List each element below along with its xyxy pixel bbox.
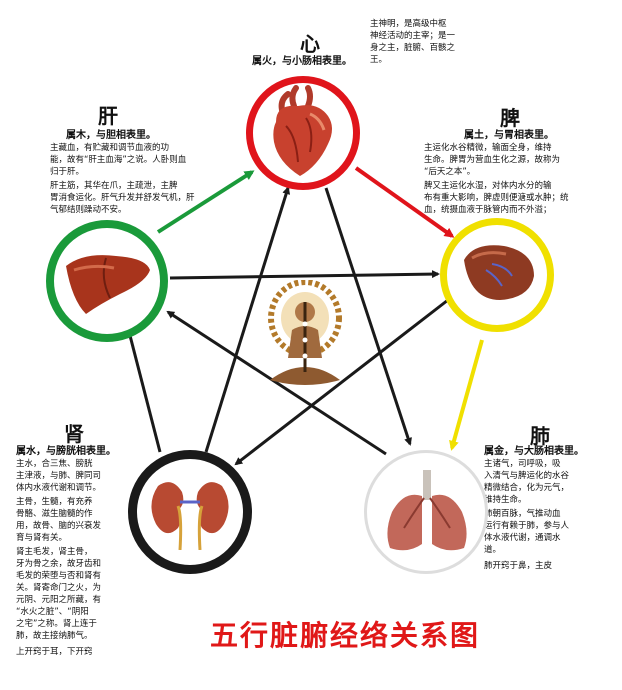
liver-icon [66, 255, 150, 314]
heart-description: 主神明，是高级中枢 神经活动的主宰；是一 身之主，脏腑、百骸之 王。 [370, 19, 456, 65]
arrow-liver-to-spleen [169, 270, 440, 280]
diagram-title: 五行脏腑经络关系图 [210, 619, 481, 652]
spleen-title: 脾 [500, 106, 520, 130]
liver-description-2: 肝主筋，其华在爪，主疏泄，主脾 胃消食运化。肝气升发并舒发气机，肝 气郁结则躁动… [50, 181, 195, 215]
kidney-description-4: 上开窍于耳，下开窍 [16, 647, 93, 657]
kidney-description-1: 主水，合三焦、膀胱 主津液，与肺、脾同司 体内水液代谢和调节。 [16, 459, 102, 493]
kidney-relation: 属水，与膀胱相表里。 [16, 446, 116, 457]
arrow-spleen-to-lung [449, 339, 484, 451]
lung-description-1: 主诸气，司呼吸，吸 入清气与脾运化的水谷 精微结合，化为元气， 维持生命。 [484, 459, 570, 505]
heart-relation: 属火，与小肠相表里。 [252, 56, 352, 67]
arrow-kidney-to-heart [204, 186, 291, 453]
arrow-liver-to-heart [156, 170, 255, 234]
arrow-heart-to-lung [324, 187, 412, 446]
kidney-ring [128, 450, 252, 574]
arrow-kidney-to-liver [123, 318, 162, 453]
meditating-figure-icon [268, 280, 342, 385]
spleen-description-1: 主运化水谷精微，输面全身，维持 生命。脾胃为营血生化之源，故称为 “后天之本”。 [424, 143, 561, 177]
spleen-ring [440, 218, 554, 332]
arrow-spleen-to-kidney [234, 298, 449, 466]
lung-title: 肺 [530, 424, 550, 448]
kidneys-icon [151, 482, 229, 550]
heart-icon [273, 85, 332, 176]
liver-description-1: 主藏血，有贮藏和调节血液的功 能，故有“肝主血海”之说。人卧则血 归于肝。 [50, 143, 187, 177]
heart-title: 心 [300, 32, 320, 56]
lung-description-3: 肺开窍于鼻，主皮 [484, 561, 553, 571]
liver-relation: 属木，与胆相表里。 [66, 130, 156, 141]
kidney-title: 肾 [64, 422, 84, 446]
spleen-description-2: 脾又主运化水湿，对体内水分的输 布有重大影响，脾虚则便溏或水肿；统 血，统摄血液… [424, 181, 569, 215]
lung-ring [364, 450, 488, 574]
lungs-icon [387, 470, 467, 551]
kidney-description-3: 肾主毛发，肾主骨， 牙为骨之余，故牙齿和 毛发的荣堕与否和肾有 关。肾寄命门之火… [16, 547, 102, 641]
spleen-icon [464, 245, 534, 300]
kidney-description-2: 主骨，生髓，有充养 骨骼、滋生脑髓的作 用，故骨、脑的兴衰发 育与肾有关。 [16, 497, 102, 543]
arrow-heart-to-spleen [354, 166, 455, 238]
arrow-lung-to-liver [166, 310, 387, 456]
spleen-relation: 属土，与胃相表里。 [464, 130, 554, 141]
lung-description-2: 肺朝百脉，气推动血 运行有赖于肺，参与人 体水液代谢，通调水 道。 [484, 509, 570, 555]
liver-title: 肝 [98, 104, 118, 128]
lung-relation: 属金，与大肠相表里。 [484, 446, 584, 457]
